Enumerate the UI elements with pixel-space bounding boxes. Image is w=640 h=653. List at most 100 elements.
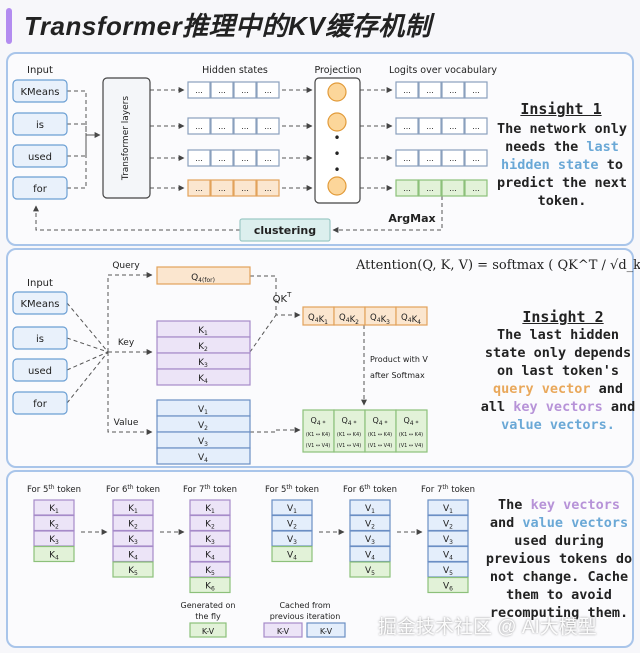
logit-cell-1-3 xyxy=(441,81,465,99)
v-col2-cell-text-1: V1 xyxy=(365,504,375,515)
k-col1-cell-text-2: K2 xyxy=(49,520,59,531)
hidden-state-cell-text-2-1: ... xyxy=(195,122,203,131)
token-merge-1 xyxy=(66,302,109,353)
input-token-text-2: is xyxy=(36,120,44,131)
output-cell-3 xyxy=(364,409,397,453)
logit-cell-1-2 xyxy=(418,81,442,99)
key-vector-text-1: K1 xyxy=(198,326,208,337)
logit-cell-3-1 xyxy=(395,149,419,167)
k-col3-cell-text-5: K5 xyxy=(205,566,215,577)
token-to-transformer-arrow-1 xyxy=(67,90,101,138)
logit-cell-2-2 xyxy=(418,117,442,135)
logit-cell-4-2 xyxy=(418,179,442,197)
score-cell-text-4: Q4K4 xyxy=(401,313,421,326)
cached-v-text: K-V xyxy=(320,627,333,636)
hidden-states-label: Hidden states xyxy=(202,65,268,76)
hidden-state-cell-text-1-3: ... xyxy=(241,86,249,95)
logit-cell-text-1-3: ... xyxy=(449,86,457,95)
output-cell-top-3: Q4 * xyxy=(372,416,387,427)
hidden-state-cell-2-4 xyxy=(256,117,280,135)
input-token-4 xyxy=(12,176,68,200)
hidden-state-cell-text-1-2: ... xyxy=(218,86,226,95)
token-merge-2 xyxy=(66,337,109,353)
projection-dot-1: • xyxy=(333,131,340,145)
hidden-state-cell-text-3-1: ... xyxy=(195,154,203,163)
qkt-label: QKT xyxy=(273,291,292,305)
insight-1-title: Insight 1 xyxy=(520,100,602,118)
hidden-state-cell-1-2 xyxy=(210,81,234,99)
input-token-3 xyxy=(12,144,68,168)
product-note-1: Product with V xyxy=(370,355,428,364)
key-vector-text-4: K4 xyxy=(198,374,208,385)
insight-2-title: Insight 2 xyxy=(522,308,604,326)
hidden-state-cell-4-1 xyxy=(187,179,211,197)
value-vector-4 xyxy=(156,447,251,465)
cached-k-swatch xyxy=(263,622,303,638)
connector-lines xyxy=(33,87,443,535)
cached-v-swatch xyxy=(306,622,346,638)
score-cell-text-2: Q4K2 xyxy=(339,313,359,326)
insight-3-post: used during previous tokens do not chang… xyxy=(485,533,633,621)
k-col2-cell-5 xyxy=(112,561,154,578)
hidden-state-cell-1-1 xyxy=(187,81,211,99)
input-token-2 xyxy=(12,112,68,136)
output-cell-mid-2: (K1 ↔ K4) xyxy=(337,432,361,438)
hidden-state-cell-text-2-3: ... xyxy=(241,122,249,131)
token-merge-3 xyxy=(66,351,109,371)
v-col3-cell-text-3: V3 xyxy=(443,535,453,546)
insight-3-and: and xyxy=(489,515,515,531)
attention-formula: Attention(Q, K, V) = softmax ( QK^T / √d… xyxy=(356,258,640,273)
clustering-text: clustering xyxy=(254,224,316,237)
projection-box xyxy=(314,77,361,204)
generated-label-line-2: the fly xyxy=(195,612,221,621)
input-label: Input xyxy=(27,65,53,76)
token-to-transformer-arrow-2 xyxy=(67,123,100,136)
logit-cell-text-2-3: ... xyxy=(449,122,457,131)
query-to-scores-arrow xyxy=(250,275,301,318)
score-cell-text-3: Q4K3 xyxy=(370,313,390,326)
k-col1-cell-text-3: K3 xyxy=(49,535,59,546)
v-col2-cell-text-5: V5 xyxy=(365,566,375,577)
hidden-state-cell-1-3 xyxy=(233,81,257,99)
clustering-box xyxy=(239,218,331,242)
k-col2-cell-text-1: K1 xyxy=(128,504,138,515)
k-col1-cell-text-1: K1 xyxy=(49,504,59,515)
hidden-state-cell-2-2 xyxy=(210,117,234,135)
insight-1-pre: The network only needs the xyxy=(496,121,628,155)
output-cell-mid-3: (K1 ↔ K4) xyxy=(368,432,392,438)
product-note-2: after Softmax xyxy=(370,371,425,380)
logit-cell-text-4-1: ... xyxy=(403,184,411,193)
value-vector-text-1: V1 xyxy=(198,405,208,416)
output-cell-bot-1: (V1 ↔ V4) xyxy=(306,443,331,449)
insight-1-text: The network only needs the last hidden s… xyxy=(494,120,630,210)
hidden-state-cell-text-1-4: ... xyxy=(264,86,272,95)
v-col3-cell-6 xyxy=(427,576,469,594)
clustering-to-input-arrow xyxy=(33,205,240,231)
output-cell-bot-2: (V1 ↔ V4) xyxy=(337,443,362,449)
hidden-state-cell-1-4 xyxy=(256,81,280,99)
hidden-state-cell-text-2-4: ... xyxy=(264,122,272,131)
cached-label-line-1: Cached from xyxy=(279,601,330,610)
v-col2-cell-text-3: V3 xyxy=(365,535,375,546)
value-label: Value xyxy=(114,418,139,428)
logit-cell-text-3-3: ... xyxy=(449,154,457,163)
logit-cell-3-4 xyxy=(464,149,488,167)
key-label: Key xyxy=(118,338,135,348)
score-cell-4 xyxy=(395,306,428,326)
v-col1-cell-text-1: V1 xyxy=(287,504,297,515)
k-col3-cell-text-4: K4 xyxy=(205,551,215,562)
insight-2-key: key vectors xyxy=(513,399,603,415)
hidden-state-cell-text-1-1: ... xyxy=(195,86,203,95)
hidden-state-cell-text-3-3: ... xyxy=(241,154,249,163)
hidden-state-cell-4-2 xyxy=(210,179,234,197)
v-col3-cell-text-6: V6 xyxy=(443,582,453,593)
v-col1-cell-4 xyxy=(271,545,313,563)
projection-dot-3: • xyxy=(333,163,340,177)
logit-cell-text-4-3: ... xyxy=(449,184,457,193)
k-col2-cell-text-5: K5 xyxy=(128,566,138,577)
generated-label-line-1: Generated on xyxy=(181,601,236,610)
token-merge-4 xyxy=(66,351,109,404)
